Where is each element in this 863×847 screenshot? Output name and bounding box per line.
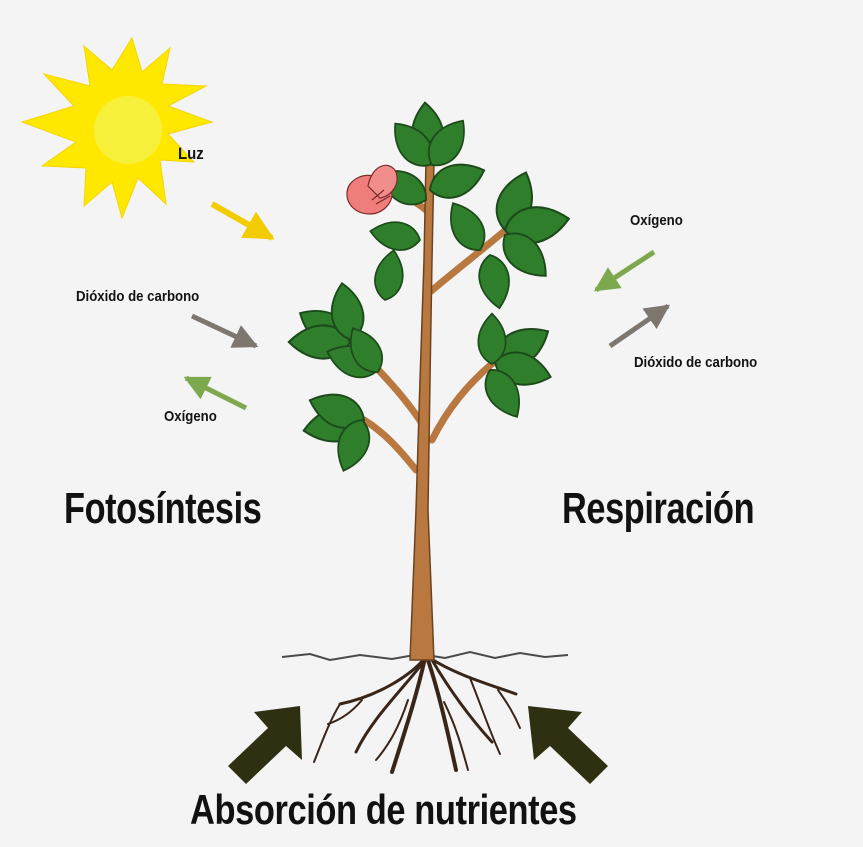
- left-oxygen-arrow: [183, 375, 248, 411]
- label-left-co2: Dióxido de carbono: [76, 288, 200, 305]
- right-nutrient-arrow: [528, 706, 608, 784]
- label-photosynthesis: Fotosíntesis: [64, 484, 262, 533]
- label-right-co2: Dióxido de carbono: [634, 354, 758, 371]
- label-respiration: Respiración: [562, 484, 755, 533]
- flower-icon: [346, 164, 398, 215]
- label-right-oxygen: Oxígeno: [630, 212, 683, 229]
- plant-roots: [313, 656, 521, 774]
- left-co2-arrow: [190, 313, 259, 349]
- sun-icon: [20, 36, 214, 220]
- light-arrow: [210, 201, 275, 241]
- left-nutrient-arrow: [228, 706, 302, 784]
- right-co2-arrow: [608, 303, 671, 349]
- label-left-oxygen: Oxígeno: [164, 408, 217, 425]
- label-absorption: Absorción de nutrientes: [190, 786, 577, 833]
- sun-core: [94, 96, 162, 164]
- label-light: Luz: [178, 144, 204, 163]
- right-oxygen-arrow: [593, 249, 656, 293]
